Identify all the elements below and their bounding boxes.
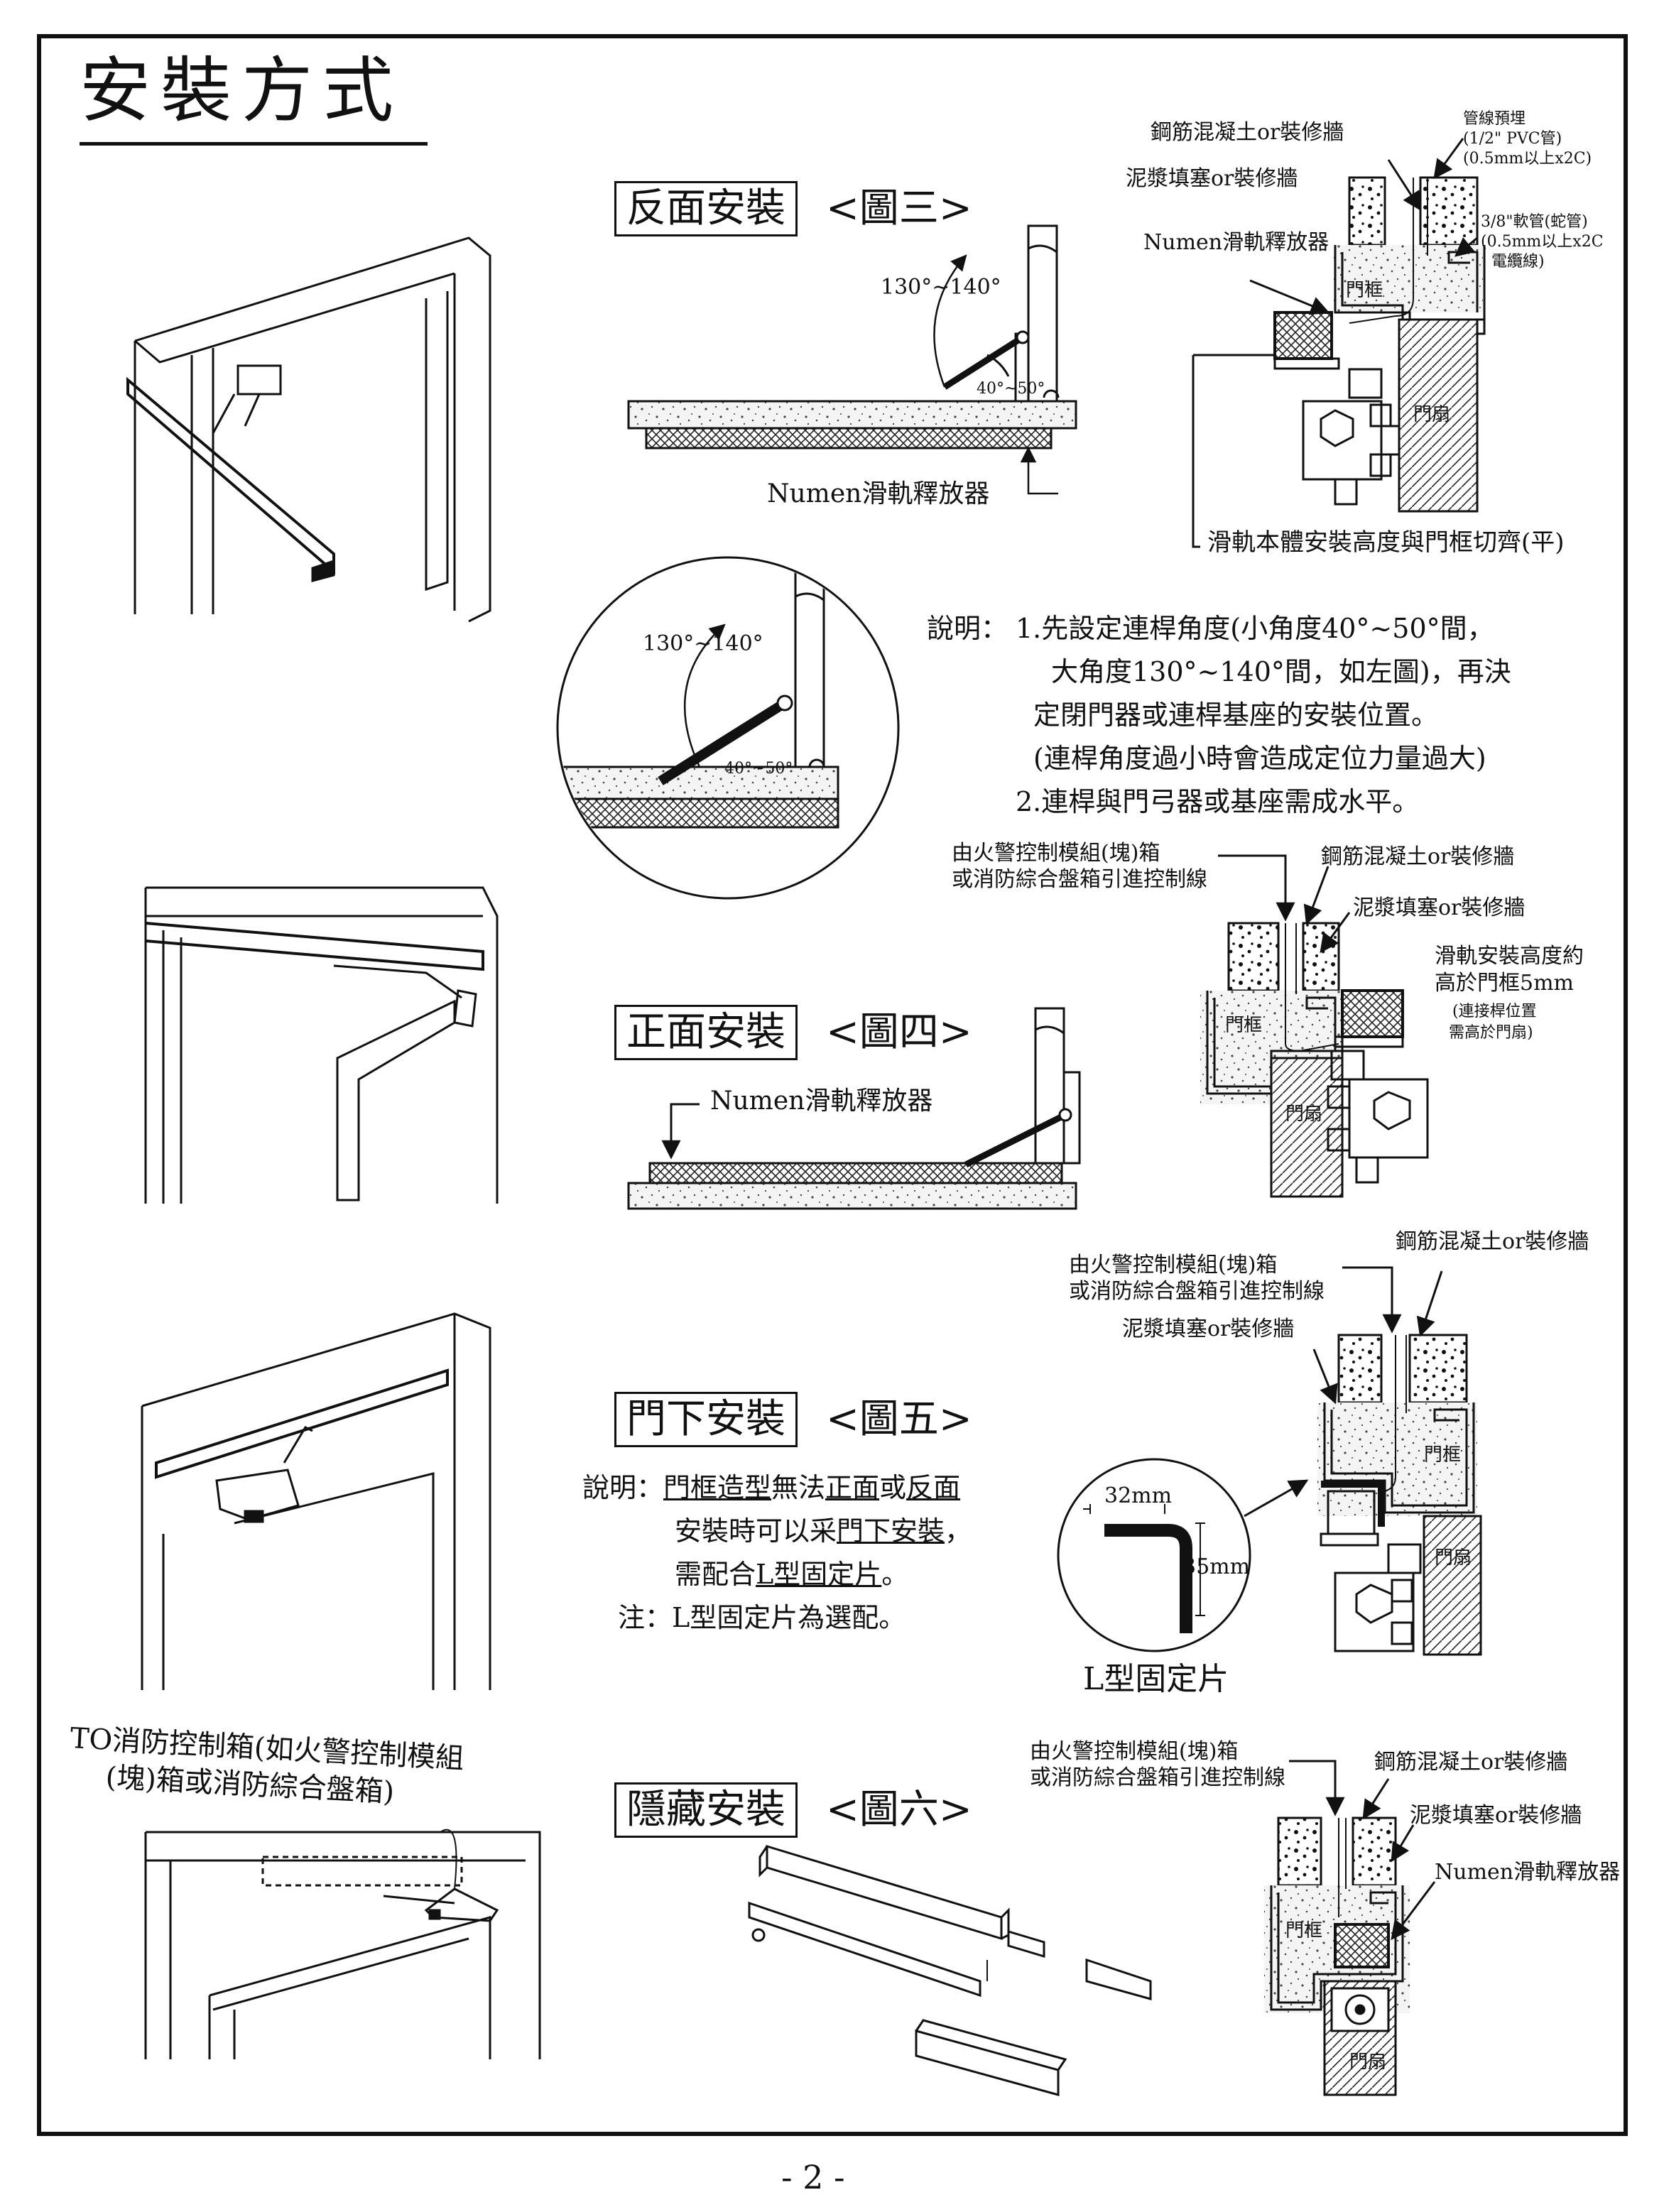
- bracket-width: 32mm: [1104, 1483, 1173, 1508]
- title-underline: [80, 142, 428, 146]
- under-fill-label: 泥漿填塞or裝修牆: [1122, 1317, 1295, 1341]
- bracket-label: L型固定片: [1083, 1661, 1229, 1697]
- front-control-label-1: 由火警控制模組(塊)箱: [952, 841, 1160, 866]
- under-desc-2c: ，: [945, 1515, 972, 1547]
- conduit-label-2: (1/2" PVC管): [1463, 130, 1562, 148]
- notes-line-5: 2.連桿與門弓器或基座需成水平。: [1016, 786, 1420, 817]
- under-desc-prefix: 說明：: [582, 1472, 664, 1503]
- under-desc-reverse: 反面: [906, 1472, 961, 1503]
- hose-label-2: (0.5mm以上x2C: [1481, 233, 1604, 251]
- page-number: - 2 -: [781, 2158, 845, 2196]
- reverse-frame-label: 門框: [1346, 280, 1383, 301]
- under-desc-3a: 需配合: [675, 1559, 756, 1590]
- under-control-label-1: 由火警控制模組(塊)箱: [1069, 1253, 1278, 1277]
- reverse-detail-release-label: Numen滑軌釋放器: [1143, 230, 1329, 255]
- conduit-label-1: 管線預埋: [1463, 110, 1526, 128]
- reverse-wall-label: 鋼筋混凝土or裝修牆: [1151, 120, 1344, 145]
- under-section-detail: [1312, 1266, 1482, 1656]
- front-wall-label: 鋼筋混凝土or裝修牆: [1321, 844, 1515, 869]
- under-desc-or: 或: [879, 1472, 907, 1503]
- reverse-heading: 反面安裝 <圖三>: [614, 181, 972, 236]
- circle-angle-small: 40°~50°: [724, 760, 793, 778]
- under-desc-2a: 安裝時可以采: [675, 1515, 837, 1547]
- reverse-height-note: 滑軌本體安裝高度與門框切齊(平): [1207, 528, 1565, 557]
- notes-line-1: 1.先設定連桿角度(小角度40°~50°間，: [1016, 613, 1494, 644]
- notes-line-3: 定閉門器或連桿基座的安裝位置。: [1033, 699, 1439, 731]
- front-release-label: Numen滑軌釋放器: [710, 1086, 933, 1116]
- under-desc-3c: 。: [881, 1559, 909, 1590]
- front-title: 正面安裝: [614, 1005, 798, 1060]
- reverse-side-view: [627, 224, 1077, 495]
- under-desc-line-1: 說明：門框造型無法正面或反面: [582, 1466, 960, 1510]
- hidden-exploded-parts: [748, 1844, 1152, 2096]
- circle-detail: [556, 556, 900, 900]
- front-side-view: [627, 1007, 1081, 1210]
- page-title: 安裝方式: [80, 49, 403, 132]
- reverse-door-label: 門扇: [1413, 404, 1451, 425]
- under-figure: <圖五>: [826, 1396, 972, 1442]
- under-desc-line-3: 需配合L型固定片。: [675, 1553, 908, 1596]
- reverse-angle-large: 130°~140°: [881, 275, 1001, 300]
- hose-label-3: 電纜線): [1491, 253, 1545, 271]
- door-perspective-hidden: [144, 1829, 541, 2059]
- hidden-frame-label: 門框: [1285, 1920, 1323, 1941]
- front-height-note-3: (連接桿位置: [1452, 1003, 1537, 1020]
- under-desc-line-2: 安裝時可以采門下安裝，: [675, 1510, 972, 1553]
- front-door-label: 門扇: [1285, 1104, 1323, 1125]
- door-perspective-reverse: [126, 236, 491, 623]
- hidden-door-label: 門扇: [1349, 2052, 1387, 2073]
- under-note: 注：L型固定片為選配。: [618, 1602, 906, 1633]
- page-frame: [37, 34, 1628, 2136]
- under-door-label: 門扇: [1435, 1547, 1472, 1569]
- under-desc-cannot: 無法: [771, 1472, 826, 1503]
- door-perspective-under: [141, 1312, 491, 1690]
- l-bracket-detail: [1057, 1458, 1309, 1652]
- bracket-height: 35mm: [1182, 1554, 1251, 1579]
- hose-label-1: 3/8"軟管(蛇管): [1481, 213, 1588, 231]
- under-desc-2b: 門下安裝: [837, 1515, 945, 1547]
- front-height-note-1: 滑軌安裝高度約: [1435, 944, 1584, 969]
- front-heading: 正面安裝 <圖四>: [614, 1005, 972, 1060]
- reverse-angle-small: 40°~50°: [977, 380, 1045, 398]
- hidden-wall-label: 鋼筋混凝土or裝修牆: [1374, 1750, 1568, 1775]
- hidden-heading: 隱藏安裝 <圖六>: [614, 1782, 972, 1838]
- under-control-label-2: 或消防綜合盤箱引進控制線: [1069, 1279, 1325, 1304]
- under-heading: 門下安裝 <圖五>: [614, 1392, 972, 1447]
- under-desc-front: 正面: [825, 1472, 880, 1503]
- hidden-release-label: Numen滑軌釋放器: [1435, 1860, 1621, 1885]
- under-title: 門下安裝: [614, 1392, 798, 1447]
- hidden-control-label-1: 由火警控制模組(塊)箱: [1030, 1739, 1239, 1764]
- under-frame-label: 門框: [1424, 1444, 1462, 1466]
- notes-prefix: 說明：: [927, 613, 1008, 644]
- hidden-section-detail: [1264, 1760, 1436, 2096]
- front-frame-label: 門框: [1225, 1015, 1263, 1036]
- door-perspective-front: [144, 886, 499, 1204]
- notes-line-2: 大角度130°~140°間，如左圖)，再決: [1051, 656, 1511, 687]
- front-fill-label: 泥漿填塞or裝修牆: [1353, 895, 1526, 920]
- reverse-fill-label: 泥漿填塞or裝修牆: [1126, 166, 1298, 191]
- notes-line-4: (連桿角度過小時會造成定位力量過大): [1033, 743, 1486, 774]
- front-figure: <圖四>: [826, 1009, 972, 1055]
- hidden-title: 隱藏安裝: [614, 1782, 798, 1838]
- hidden-fill-label: 泥漿填塞or裝修牆: [1410, 1803, 1582, 1828]
- hidden-figure: <圖六>: [826, 1787, 972, 1833]
- reverse-title: 反面安裝: [614, 181, 798, 236]
- circle-angle-large: 130°~140°: [643, 631, 763, 656]
- under-wall-label: 鋼筋混凝土or裝修牆: [1396, 1229, 1589, 1254]
- front-control-label-2: 或消防綜合盤箱引進控制線: [952, 867, 1207, 892]
- hidden-control-label-2: 或消防綜合盤箱引進控制線: [1030, 1765, 1285, 1790]
- front-section-detail: [1200, 854, 1429, 1198]
- reverse-release-label: Numen滑軌釋放器: [767, 479, 990, 508]
- reverse-figure: <圖三>: [826, 185, 972, 231]
- reverse-section-detail: [1192, 138, 1486, 548]
- conduit-label-3: (0.5mm以上x2C): [1463, 150, 1592, 168]
- under-desc-frame: 門框造型: [663, 1472, 772, 1503]
- under-desc-3b: L型固定片: [756, 1559, 882, 1590]
- front-height-note-4: 需高於門扇): [1449, 1024, 1533, 1042]
- front-height-note-2: 高於門框5mm: [1435, 971, 1574, 996]
